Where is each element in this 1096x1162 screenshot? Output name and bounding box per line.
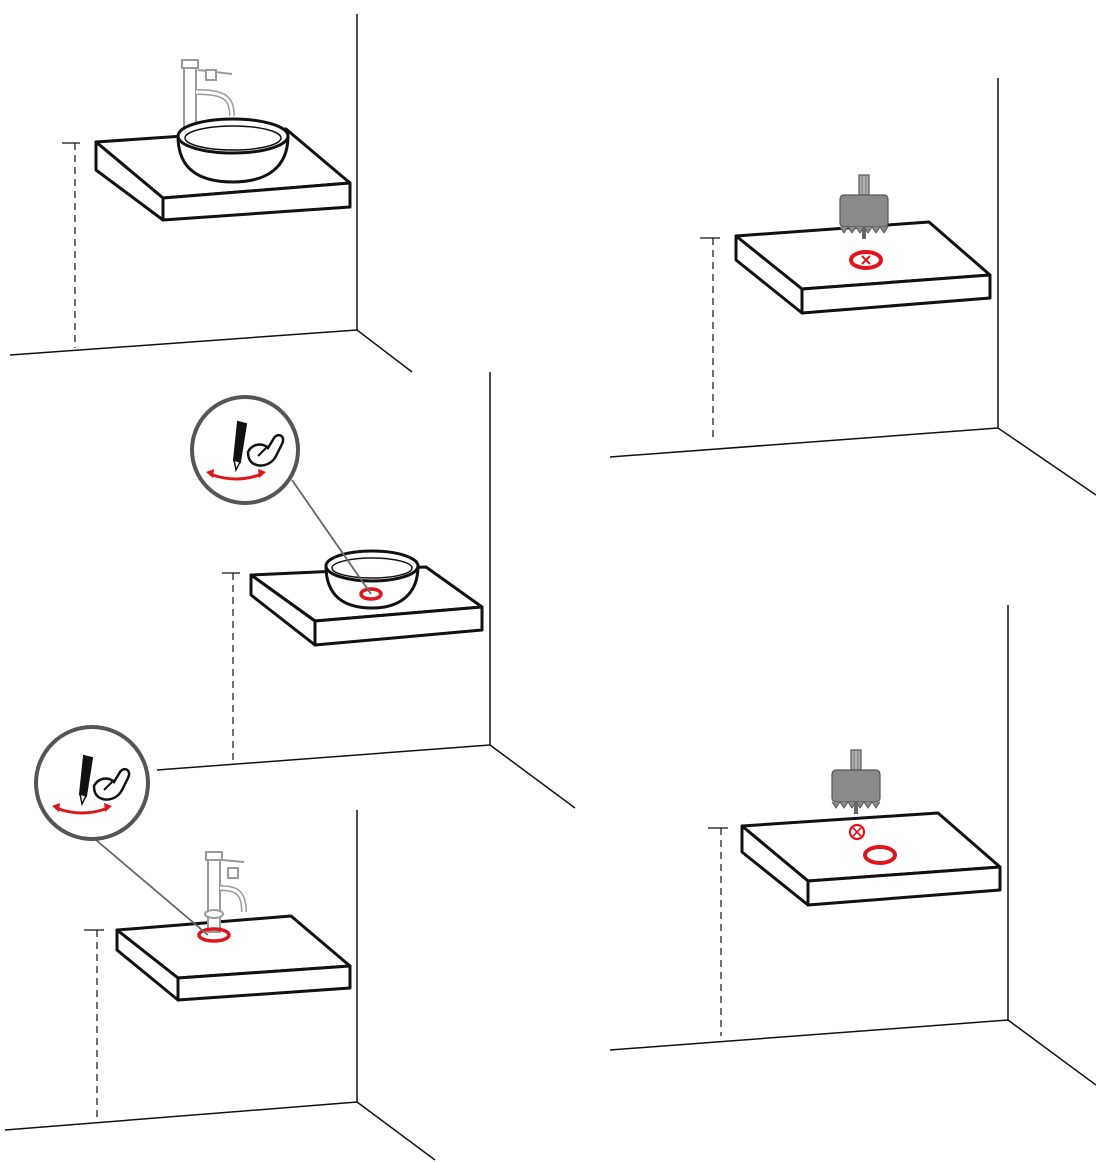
hole-saw-icon: [831, 749, 881, 815]
wall-corner: [609, 605, 1096, 1086]
panel-step-5: [609, 605, 1096, 1086]
callout-line: [95, 839, 209, 936]
height-marker: [700, 237, 720, 442]
drain-hole-mark: [863, 845, 897, 865]
tap-hole-mark: [197, 927, 231, 943]
shelf: [740, 811, 1002, 907]
vessel-basin: [324, 549, 420, 610]
tap-hole-mark: [849, 250, 883, 270]
panel-step-2: [156, 372, 576, 809]
wall-corner: [4, 810, 436, 1161]
height-marker: [222, 572, 240, 765]
height-marker: [84, 929, 104, 1118]
panel-step-3: [4, 725, 436, 1161]
panel-step-4: [609, 78, 1096, 496]
callout-line: [291, 479, 372, 595]
height-marker: [708, 827, 728, 1036]
panel-step-1: [9, 14, 413, 373]
wall-corner: [609, 78, 1096, 496]
tap-hole-marked: [848, 823, 866, 841]
hand-marking-pencil-icon: [190, 395, 300, 505]
vessel-basin: [176, 117, 290, 184]
shelf: [115, 914, 352, 1002]
wall-corner: [9, 14, 413, 373]
tap: [204, 851, 247, 933]
height-marker: [62, 142, 80, 348]
drain-hole-mark: [359, 587, 383, 601]
hand-marking-pencil-icon: [34, 725, 150, 841]
wall-corner: [156, 372, 576, 809]
